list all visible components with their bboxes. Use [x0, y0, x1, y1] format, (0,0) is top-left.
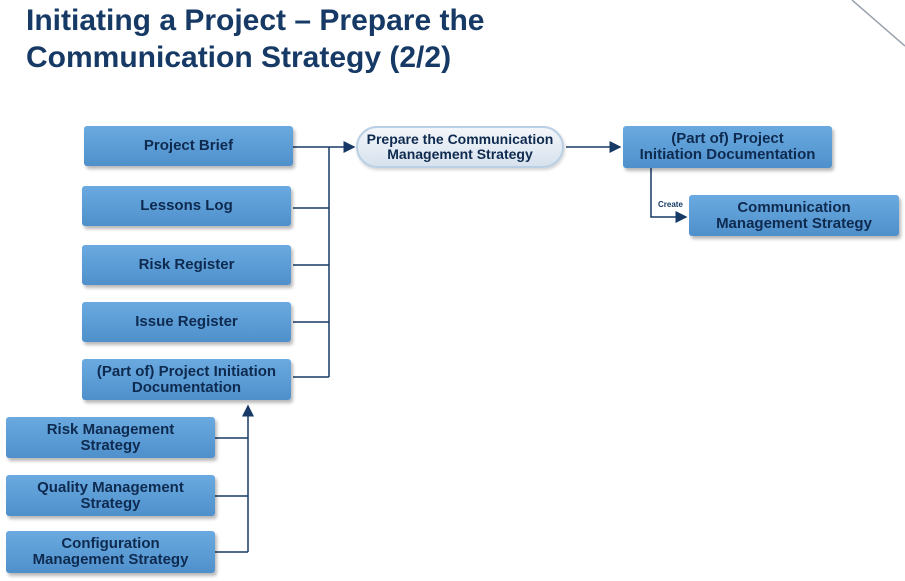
- output-pid: (Part of) Project Initiation Documentati…: [623, 126, 832, 168]
- input-pid: (Part of) Project Initiation Documentati…: [82, 359, 291, 400]
- activity-label-line-1: Prepare the Communication: [366, 131, 554, 147]
- strategy-config-label-line-2: Management Strategy: [32, 551, 189, 568]
- strategy-risk-label-line-2: Strategy: [80, 436, 141, 454]
- input-risk-register-label: Risk Register: [138, 256, 235, 273]
- strategy-quality-label-line-2: Strategy: [80, 494, 141, 512]
- strategy-quality-label-line-1: Quality Management: [37, 478, 184, 496]
- slide-title-line-1: Initiating a Project – Prepare the: [26, 4, 485, 37]
- strategy-config-label-line-1: Configuration: [61, 535, 160, 552]
- input-lessons-log-label: Lessons Log: [140, 197, 233, 214]
- create-relation-label: Create: [658, 200, 683, 209]
- strategy-risk-management: Risk Management Strategy: [6, 417, 215, 458]
- input-lessons-log: Lessons Log: [82, 186, 291, 226]
- input-project-brief: Project Brief: [84, 126, 293, 166]
- strategy-configuration-management: Configuration Management Strategy: [6, 531, 215, 573]
- sub-output-label-line-1: Communication: [737, 198, 851, 216]
- output-pid-label-line-2: Initiation Documentation: [639, 146, 816, 163]
- slide-title-line-2: Communication Strategy (2/2): [26, 41, 452, 74]
- input-issue-register-label: Issue Register: [135, 313, 238, 330]
- activity-prepare-communication-strategy: Prepare the Communication Management Str…: [356, 126, 564, 168]
- activity-label-line-2: Management Strategy: [387, 146, 533, 162]
- slide-title: Initiating a Project – Prepare the Commu…: [26, 2, 484, 76]
- arrow-create: [650, 168, 688, 223]
- strategy-risk-label-line-1: Risk Management: [46, 420, 175, 438]
- input-project-brief-label: Project Brief: [143, 137, 234, 154]
- output-communication-management-strategy: Communication Management Strategy: [689, 195, 899, 236]
- input-risk-register: Risk Register: [82, 245, 291, 285]
- input-pid-label-line-2: Documentation: [131, 378, 242, 396]
- strategy-quality-management: Quality Management Strategy: [6, 475, 215, 516]
- output-pid-label-line-1: (Part of) Project: [671, 130, 784, 147]
- input-pid-label-line-1: (Part of) Project Initiation: [96, 362, 277, 380]
- input-issue-register: Issue Register: [82, 302, 291, 342]
- sub-output-label-line-2: Management Strategy: [716, 214, 872, 232]
